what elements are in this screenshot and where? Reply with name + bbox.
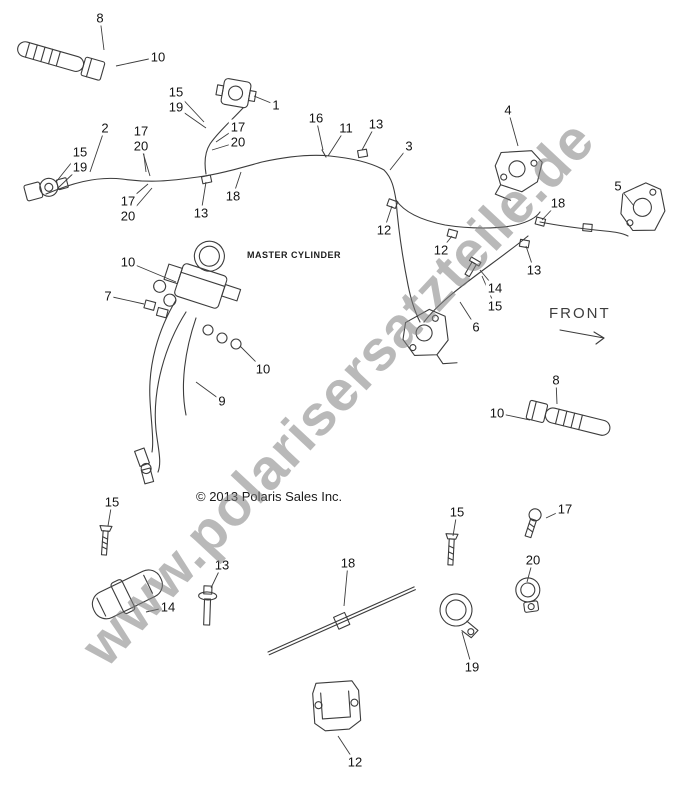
callout-8: 8 — [550, 372, 562, 388]
callout-19: 19 — [166, 99, 186, 115]
callout-9: 9 — [216, 393, 228, 409]
clamp-19 — [439, 593, 479, 639]
copyright-text: © 2013 Polaris Sales Inc. — [196, 489, 343, 504]
caliper-5 — [620, 182, 666, 232]
callout-15: 15 — [485, 298, 505, 314]
brake-line-main — [45, 154, 397, 201]
callout-17: 17 — [131, 123, 151, 139]
callout-3: 3 — [403, 138, 415, 154]
clamp-20 — [515, 577, 541, 613]
callout-8: 8 — [94, 10, 106, 26]
callout-19: 19 — [462, 659, 482, 675]
bolt-13 — [198, 585, 218, 626]
left-connector — [23, 177, 69, 202]
callout-20: 20 — [118, 208, 138, 224]
callout-15: 15 — [447, 504, 467, 520]
master-cylinder — [153, 240, 242, 309]
connector-1 — [215, 78, 257, 109]
callout-6: 6 — [470, 319, 482, 335]
callout-16: 16 — [306, 110, 326, 126]
callout-11: 11 — [337, 120, 355, 136]
caliper-middle — [402, 308, 458, 365]
callout-12: 12 — [345, 754, 365, 770]
callout-10: 10 — [148, 49, 168, 65]
callout-19: 19 — [70, 159, 90, 175]
callout-10: 10 — [487, 405, 507, 421]
hose-lower-right — [525, 399, 611, 436]
caliper-4 — [494, 150, 543, 201]
callout-18: 18 — [548, 195, 568, 211]
callout-18: 18 — [338, 555, 358, 571]
sleeve-14 — [91, 569, 163, 620]
callout-17: 17 — [118, 193, 138, 209]
master-cylinder-label: MASTER CYLINDER — [246, 250, 343, 260]
callout-5: 5 — [612, 178, 624, 194]
fitting-7 — [143, 299, 169, 319]
callout-15: 15 — [102, 494, 122, 510]
callout-14: 14 — [485, 280, 505, 296]
screw-15-left — [99, 525, 113, 556]
callout-14: 14 — [158, 599, 178, 615]
callout-20: 20 — [131, 138, 151, 154]
callout-20: 20 — [523, 552, 543, 568]
callout-10: 10 — [118, 254, 138, 270]
cable-tie-18 — [267, 586, 416, 656]
callout-17: 17 — [555, 501, 575, 517]
callout-15: 15 — [166, 84, 186, 100]
callout-12: 12 — [431, 242, 451, 258]
callout-15: 15 — [70, 144, 90, 160]
bracket-12 — [312, 680, 362, 732]
callout-10: 10 — [253, 361, 273, 377]
callout-17: 17 — [228, 119, 248, 135]
callout-13: 13 — [212, 557, 232, 573]
callout-18: 18 — [223, 188, 243, 204]
hose-top-left — [17, 41, 106, 81]
callout-13: 13 — [191, 205, 211, 221]
callout-13: 13 — [366, 116, 386, 132]
callout-7: 7 — [102, 288, 114, 304]
front-label: FRONT — [549, 305, 611, 322]
callout-2: 2 — [99, 120, 111, 136]
callout-4: 4 — [502, 102, 514, 118]
callout-1: 1 — [270, 97, 282, 113]
screw-17 — [524, 508, 542, 539]
front-arrow — [559, 329, 605, 345]
screw-15-right — [445, 533, 459, 566]
callout-12: 12 — [374, 222, 394, 238]
callout-13: 13 — [524, 262, 544, 278]
callout-20: 20 — [228, 134, 248, 150]
